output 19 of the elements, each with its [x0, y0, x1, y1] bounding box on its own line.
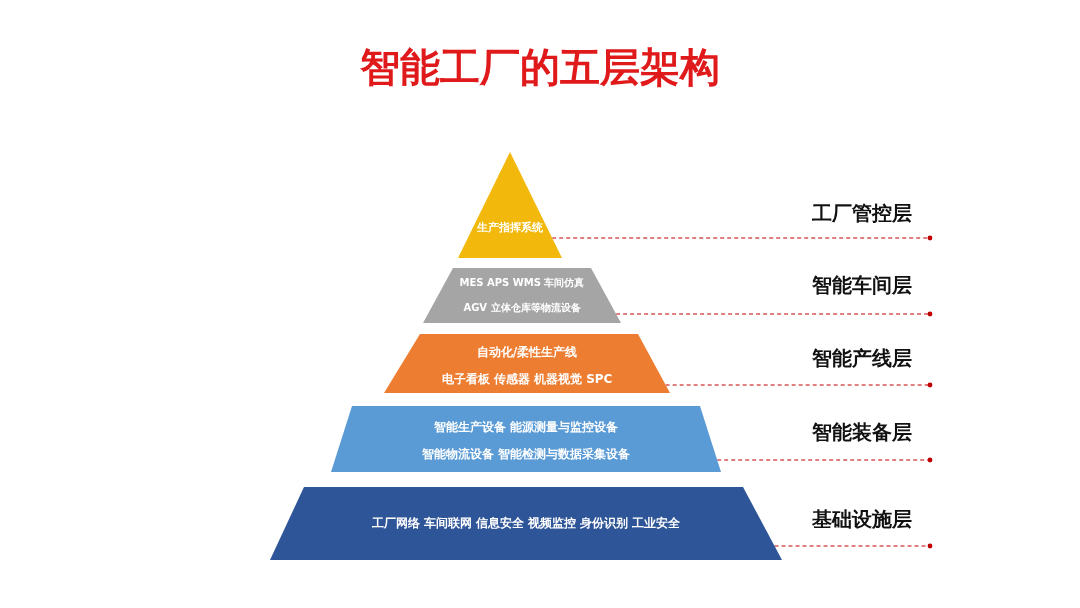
leader-line: [551, 235, 933, 241]
layer-name: 智能产线层: [812, 345, 934, 388]
tier-text: 工厂网络 车间联网 信息安全 视频监控 身份识别 工业安全: [370, 515, 682, 532]
tier-text: 电子看板 传感器 机器视觉 SPC: [440, 371, 614, 388]
tier-text: AGV 立体仓库等物流设备: [462, 301, 582, 315]
tier-text: MES APS WMS 车间仿真: [458, 276, 586, 290]
leader-line: [615, 311, 933, 317]
tier-text: 生产指挥系统: [476, 220, 544, 236]
layer-name: 智能装备层: [812, 419, 934, 463]
layer-name: 智能车间层: [812, 272, 934, 317]
tier-text: 智能物流设备 智能检测与数据采集设备: [420, 446, 632, 463]
tier-text: 自动化/柔性生产线: [475, 344, 579, 361]
tier-text: 智能生产设备 能源测量与监控设备: [432, 419, 620, 436]
layer-name: 工厂管控层: [812, 200, 934, 240]
leader-line: [665, 382, 933, 388]
title: 智能工厂的五层架构: [359, 43, 721, 92]
leader-line: [716, 457, 933, 463]
layer-name: 基础设施层: [812, 506, 934, 549]
leader-line: [773, 543, 933, 549]
